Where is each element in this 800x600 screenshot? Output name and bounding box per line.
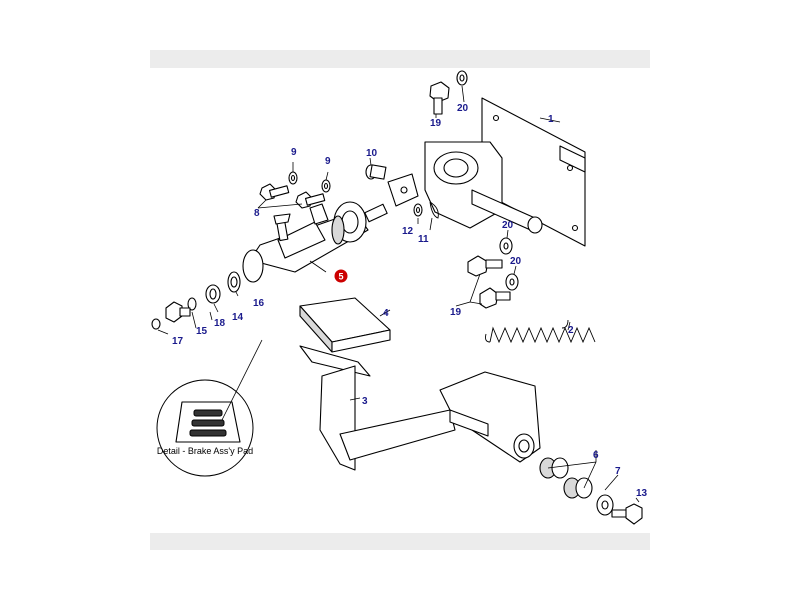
washer-lower[interactable]	[505, 273, 519, 291]
washer-7[interactable]	[596, 494, 614, 516]
detail-caption: Detail - Brake Ass'y Pad	[157, 446, 253, 456]
washer-left[interactable]	[288, 171, 298, 185]
boot-16[interactable]	[227, 271, 241, 293]
callout-20-middle[interactable]: 20	[502, 220, 514, 231]
callout-11[interactable]: 11	[418, 234, 429, 245]
fitting-17[interactable]	[151, 318, 161, 330]
callout-14[interactable]: 14	[232, 312, 244, 323]
detail-arrow	[221, 339, 263, 421]
diagram-frame: Detail - Brake Ass'y Pad 1 2 3 4 5	[150, 50, 650, 550]
master-cylinder[interactable]	[242, 173, 419, 283]
callout-1[interactable]: 1	[548, 114, 554, 125]
washer-middle[interactable]	[499, 237, 513, 255]
callout-7[interactable]: 7	[615, 466, 621, 477]
callout-17[interactable]: 17	[172, 336, 184, 347]
callout-5[interactable]: 5	[338, 272, 343, 282]
bolt-upper[interactable]	[429, 81, 450, 115]
nut-15[interactable]	[165, 301, 191, 323]
washer-right[interactable]	[321, 179, 331, 193]
ring-14[interactable]	[205, 284, 221, 304]
callout-labels: 1 2 3 4 5 6 7 8 9 9 10 11 12 13 14 15 16…	[172, 103, 648, 499]
cotter-pin[interactable]	[429, 201, 439, 219]
exploded-parts-diagram: Detail - Brake Ass'y Pad 1 2 3 4 5	[150, 68, 650, 533]
bushing-6b[interactable]	[563, 477, 593, 499]
washer-small[interactable]	[413, 203, 423, 217]
callout-8[interactable]: 8	[254, 208, 260, 219]
pedal-arm[interactable]	[299, 345, 541, 471]
bolt-middle[interactable]	[467, 255, 503, 277]
callout-13[interactable]: 13	[636, 488, 648, 499]
callout-6[interactable]: 6	[593, 450, 599, 461]
bushing-6a[interactable]	[539, 457, 569, 479]
leader-lines	[157, 85, 640, 503]
washer-upper[interactable]	[456, 70, 468, 86]
brake-pad[interactable]	[299, 297, 391, 353]
return-spring[interactable]	[485, 319, 596, 344]
callout-10[interactable]: 10	[366, 148, 378, 159]
detail-view	[156, 379, 254, 477]
callout-19-upper[interactable]: 19	[430, 118, 442, 129]
highlight-marker	[334, 269, 348, 283]
callout-18[interactable]: 18	[214, 318, 226, 329]
callout-4[interactable]: 4	[383, 308, 389, 319]
callout-12[interactable]: 12	[402, 226, 414, 237]
callout-20-lower[interactable]: 20	[510, 256, 522, 267]
screw-left[interactable]	[259, 183, 290, 201]
callout-2[interactable]: 2	[568, 325, 574, 336]
callout-20-upper[interactable]: 20	[457, 103, 469, 114]
callout-9-right[interactable]: 9	[325, 156, 331, 167]
clevis-pin[interactable]	[365, 164, 387, 180]
washer-18[interactable]	[187, 297, 197, 311]
callout-15[interactable]: 15	[196, 326, 208, 337]
callout-16[interactable]: 16	[253, 298, 265, 309]
callout-3[interactable]: 3	[362, 396, 368, 407]
bolt-13[interactable]	[611, 503, 643, 525]
mounting-bracket[interactable]	[424, 97, 586, 247]
bolt-lower[interactable]	[479, 287, 511, 309]
callout-9-left[interactable]: 9	[291, 147, 297, 158]
callout-19-lower[interactable]: 19	[450, 307, 462, 318]
